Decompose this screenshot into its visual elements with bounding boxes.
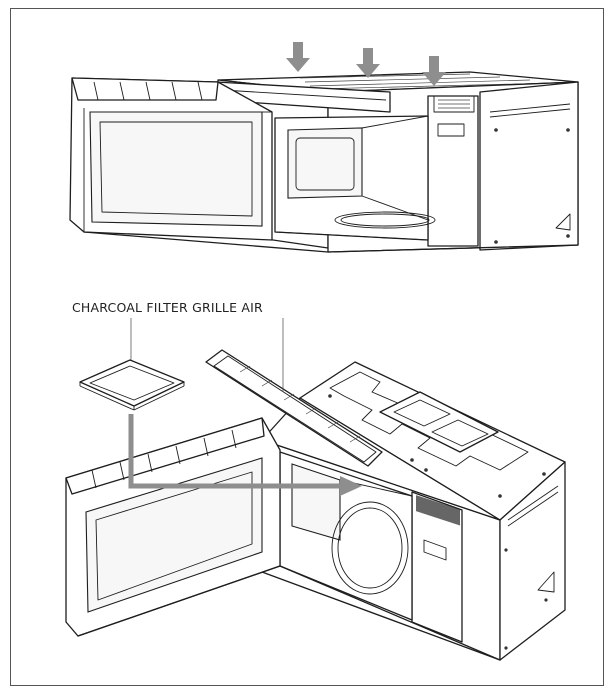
cavity-bottom-back [291,463,341,541]
door-top-hinge-strip [71,77,219,101]
door-bottom-hinge-strip [65,417,265,495]
microwave-top-side [479,81,579,251]
callout-label: CHARCOAL FILTER GRILLE AIR [72,300,263,315]
grille-slats [239,365,361,443]
down-arrow-icons [286,42,446,86]
grille-lifted [205,349,383,467]
down-arrow-icon [356,48,380,78]
down-arrow-icon [286,42,310,72]
top-channel [329,371,529,471]
path-arrow-icon [128,414,362,496]
door-window-bottom [85,457,263,613]
down-arrow-icon [422,56,446,86]
microwave-bottom-side [499,461,566,661]
door-latch-marks [93,81,203,101]
door-window-top [89,111,263,227]
figure-frame [10,8,604,686]
microwave-top [69,71,579,253]
control-panel-top [427,95,479,247]
charcoal-filter [79,359,185,411]
door-bottom-latch-marks [91,429,237,489]
top-vent-cover [379,391,499,453]
